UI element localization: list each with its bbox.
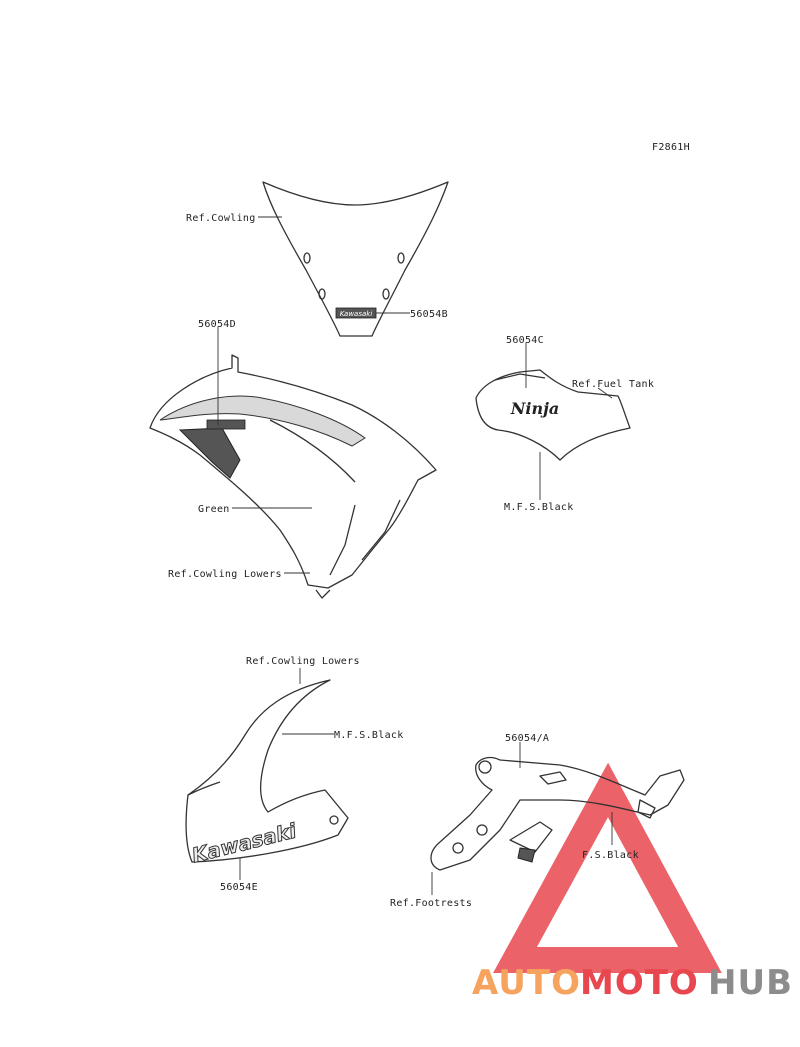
lower-cowl-part: Kawasaki <box>185 679 349 868</box>
label-ref-footrests: Ref.Footrests <box>390 898 472 909</box>
footrest-bracket-part <box>430 756 685 871</box>
windscreen-part: Kawasaki <box>262 181 449 337</box>
label-ref-cowling-lowers-2: Ref.Cowling Lowers <box>246 656 360 667</box>
label-56054A: 56054/A <box>505 733 549 744</box>
lower-cowl-decal-text: Kawasaki <box>189 818 299 867</box>
watermark-text: AUTO MOTO HUB <box>472 963 793 1003</box>
watermark-hub: HUB <box>708 963 793 1003</box>
watermark-logo <box>493 762 722 973</box>
label-56054B: 56054B <box>410 309 448 320</box>
label-56054D: 56054D <box>198 319 236 330</box>
side-fairing-decal <box>206 419 246 430</box>
label-56054C: 56054C <box>506 335 544 346</box>
label-ref-cowling-lowers-1: Ref.Cowling Lowers <box>168 569 282 580</box>
label-ref-fuel-tank: Ref.Fuel Tank <box>572 379 654 390</box>
watermark-moto: MOTO <box>580 963 699 1003</box>
label-56054E: 56054E <box>220 882 258 893</box>
fuel-tank-part: Ninja <box>475 369 631 461</box>
label-green: Green <box>198 504 230 515</box>
watermark-auto: AUTO <box>472 963 581 1003</box>
side-fairing-part <box>149 354 437 599</box>
figure-code: F2861H <box>652 142 690 153</box>
tank-decal-text: Ninja <box>510 399 560 418</box>
label-mfs-black-tank: M.F.S.Black <box>504 502 574 513</box>
label-ref-cowling: Ref.Cowling <box>186 213 256 224</box>
label-mfs-black-lower: M.F.S.Black <box>334 730 404 741</box>
label-fs-black: F.S.Black <box>582 850 639 861</box>
windscreen-decal-text: Kawasaki <box>340 310 373 318</box>
